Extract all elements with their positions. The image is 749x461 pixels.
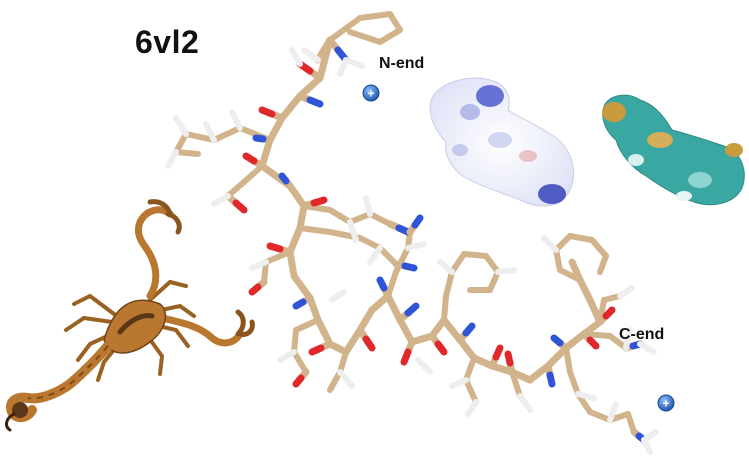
bond-segment [342, 15, 363, 32]
bond-segment [503, 267, 517, 274]
bond-segment [623, 285, 635, 295]
bond-segment [351, 60, 365, 69]
bond-segment [492, 344, 504, 361]
electrostatic-surface [429, 77, 574, 207]
bond-segment [337, 64, 346, 77]
bond-segment [400, 348, 412, 366]
bond-segment [258, 106, 276, 118]
bond-segment [644, 345, 657, 355]
bond-segment [301, 47, 314, 58]
bond-segment [586, 336, 600, 350]
bond-segment [277, 353, 290, 363]
bond-segment [401, 262, 418, 272]
bond-segment [644, 443, 653, 455]
bond-segment [395, 224, 412, 236]
c-terminal-charge-symbol: + [662, 397, 669, 411]
bond-segment [165, 156, 175, 169]
bond-segment [404, 302, 420, 317]
bond-segment [546, 371, 556, 388]
pdb-id-title: 6vl2 [135, 24, 200, 60]
bond-segment [602, 306, 616, 320]
bond-segment [462, 322, 476, 337]
c-terminal-charge-icon: + [657, 394, 675, 412]
bond-segment [625, 327, 633, 342]
bond-segment [306, 96, 324, 108]
bond-segment [434, 340, 448, 356]
bond-segment [308, 344, 325, 356]
bond-segment [550, 334, 564, 347]
bond-segment [597, 261, 606, 275]
bond-segment [248, 283, 262, 296]
bond-segment [421, 363, 433, 375]
bond-segment [173, 115, 184, 129]
bond-segment [362, 335, 376, 352]
bond-segment [327, 378, 338, 393]
n-terminal-charge-symbol: + [367, 87, 374, 101]
bond-segment [278, 172, 290, 185]
bond-segment [522, 400, 533, 413]
peptide-bonds [165, 11, 659, 455]
bond-segment [184, 150, 201, 157]
bond-segment [504, 350, 514, 367]
bond-segment [242, 152, 258, 165]
bond-segment [583, 393, 597, 401]
bond-segment [568, 258, 580, 275]
bond-segment [465, 405, 475, 417]
bond-segment [249, 262, 262, 271]
c-terminus-label: C-end [619, 326, 665, 343]
n-terminus-label: N-end [379, 55, 425, 72]
bond-segment [347, 29, 368, 40]
bond-segment [232, 199, 248, 214]
bond-segment [376, 276, 388, 292]
bond-segment [289, 47, 299, 60]
bond-segment [610, 401, 619, 415]
bond-segment [647, 429, 659, 439]
scorpion-illustration [5, 199, 255, 432]
bond-segment [252, 134, 267, 143]
n-terminal-charge-icon: + [362, 84, 380, 102]
bond-segment [413, 241, 427, 249]
bond-segment [292, 374, 305, 388]
lipophilicity-surface [602, 94, 745, 206]
bond-segment [449, 380, 462, 389]
bond-segment [411, 214, 424, 229]
bond-segment [266, 242, 284, 253]
bond-segment [229, 109, 239, 123]
bond-segment [437, 259, 449, 270]
bond-segment [310, 196, 328, 207]
bond-segment [363, 195, 371, 209]
bond-segment [343, 376, 355, 389]
peptide-stick-model [165, 11, 659, 455]
bond-segment [211, 197, 224, 207]
bond-segment [292, 298, 307, 310]
bond-segment [367, 252, 378, 265]
bond-segment [335, 289, 347, 299]
bond-segment [350, 228, 359, 243]
bond-segment [541, 235, 553, 247]
bond-segment [203, 121, 213, 135]
